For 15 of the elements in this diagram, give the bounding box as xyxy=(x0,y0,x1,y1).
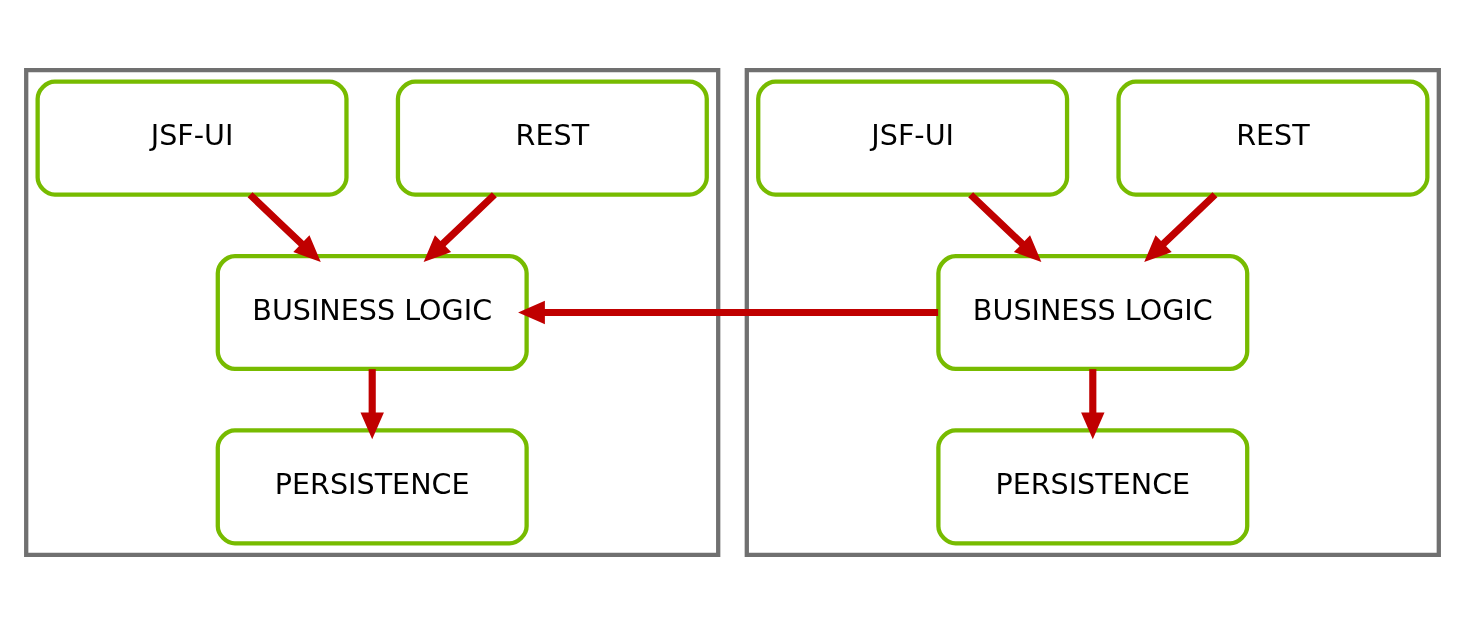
node-box: PERSISTENCE xyxy=(215,428,529,546)
arrow xyxy=(518,300,939,325)
arrow xyxy=(247,192,321,263)
cluster xyxy=(24,68,721,557)
arrow xyxy=(968,192,1042,263)
arrow xyxy=(423,192,497,263)
node-box: REST xyxy=(395,79,709,197)
node-box: JSF-UI xyxy=(35,79,349,197)
node-box: BUSINESS LOGIC xyxy=(215,253,529,372)
cluster xyxy=(744,68,1441,557)
node-box: BUSINESS LOGIC xyxy=(936,253,1250,372)
node-box: PERSISTENCE xyxy=(936,428,1250,546)
node-box: REST xyxy=(1116,79,1430,197)
node-box: JSF-UI xyxy=(756,79,1070,197)
arrow xyxy=(1144,192,1218,263)
